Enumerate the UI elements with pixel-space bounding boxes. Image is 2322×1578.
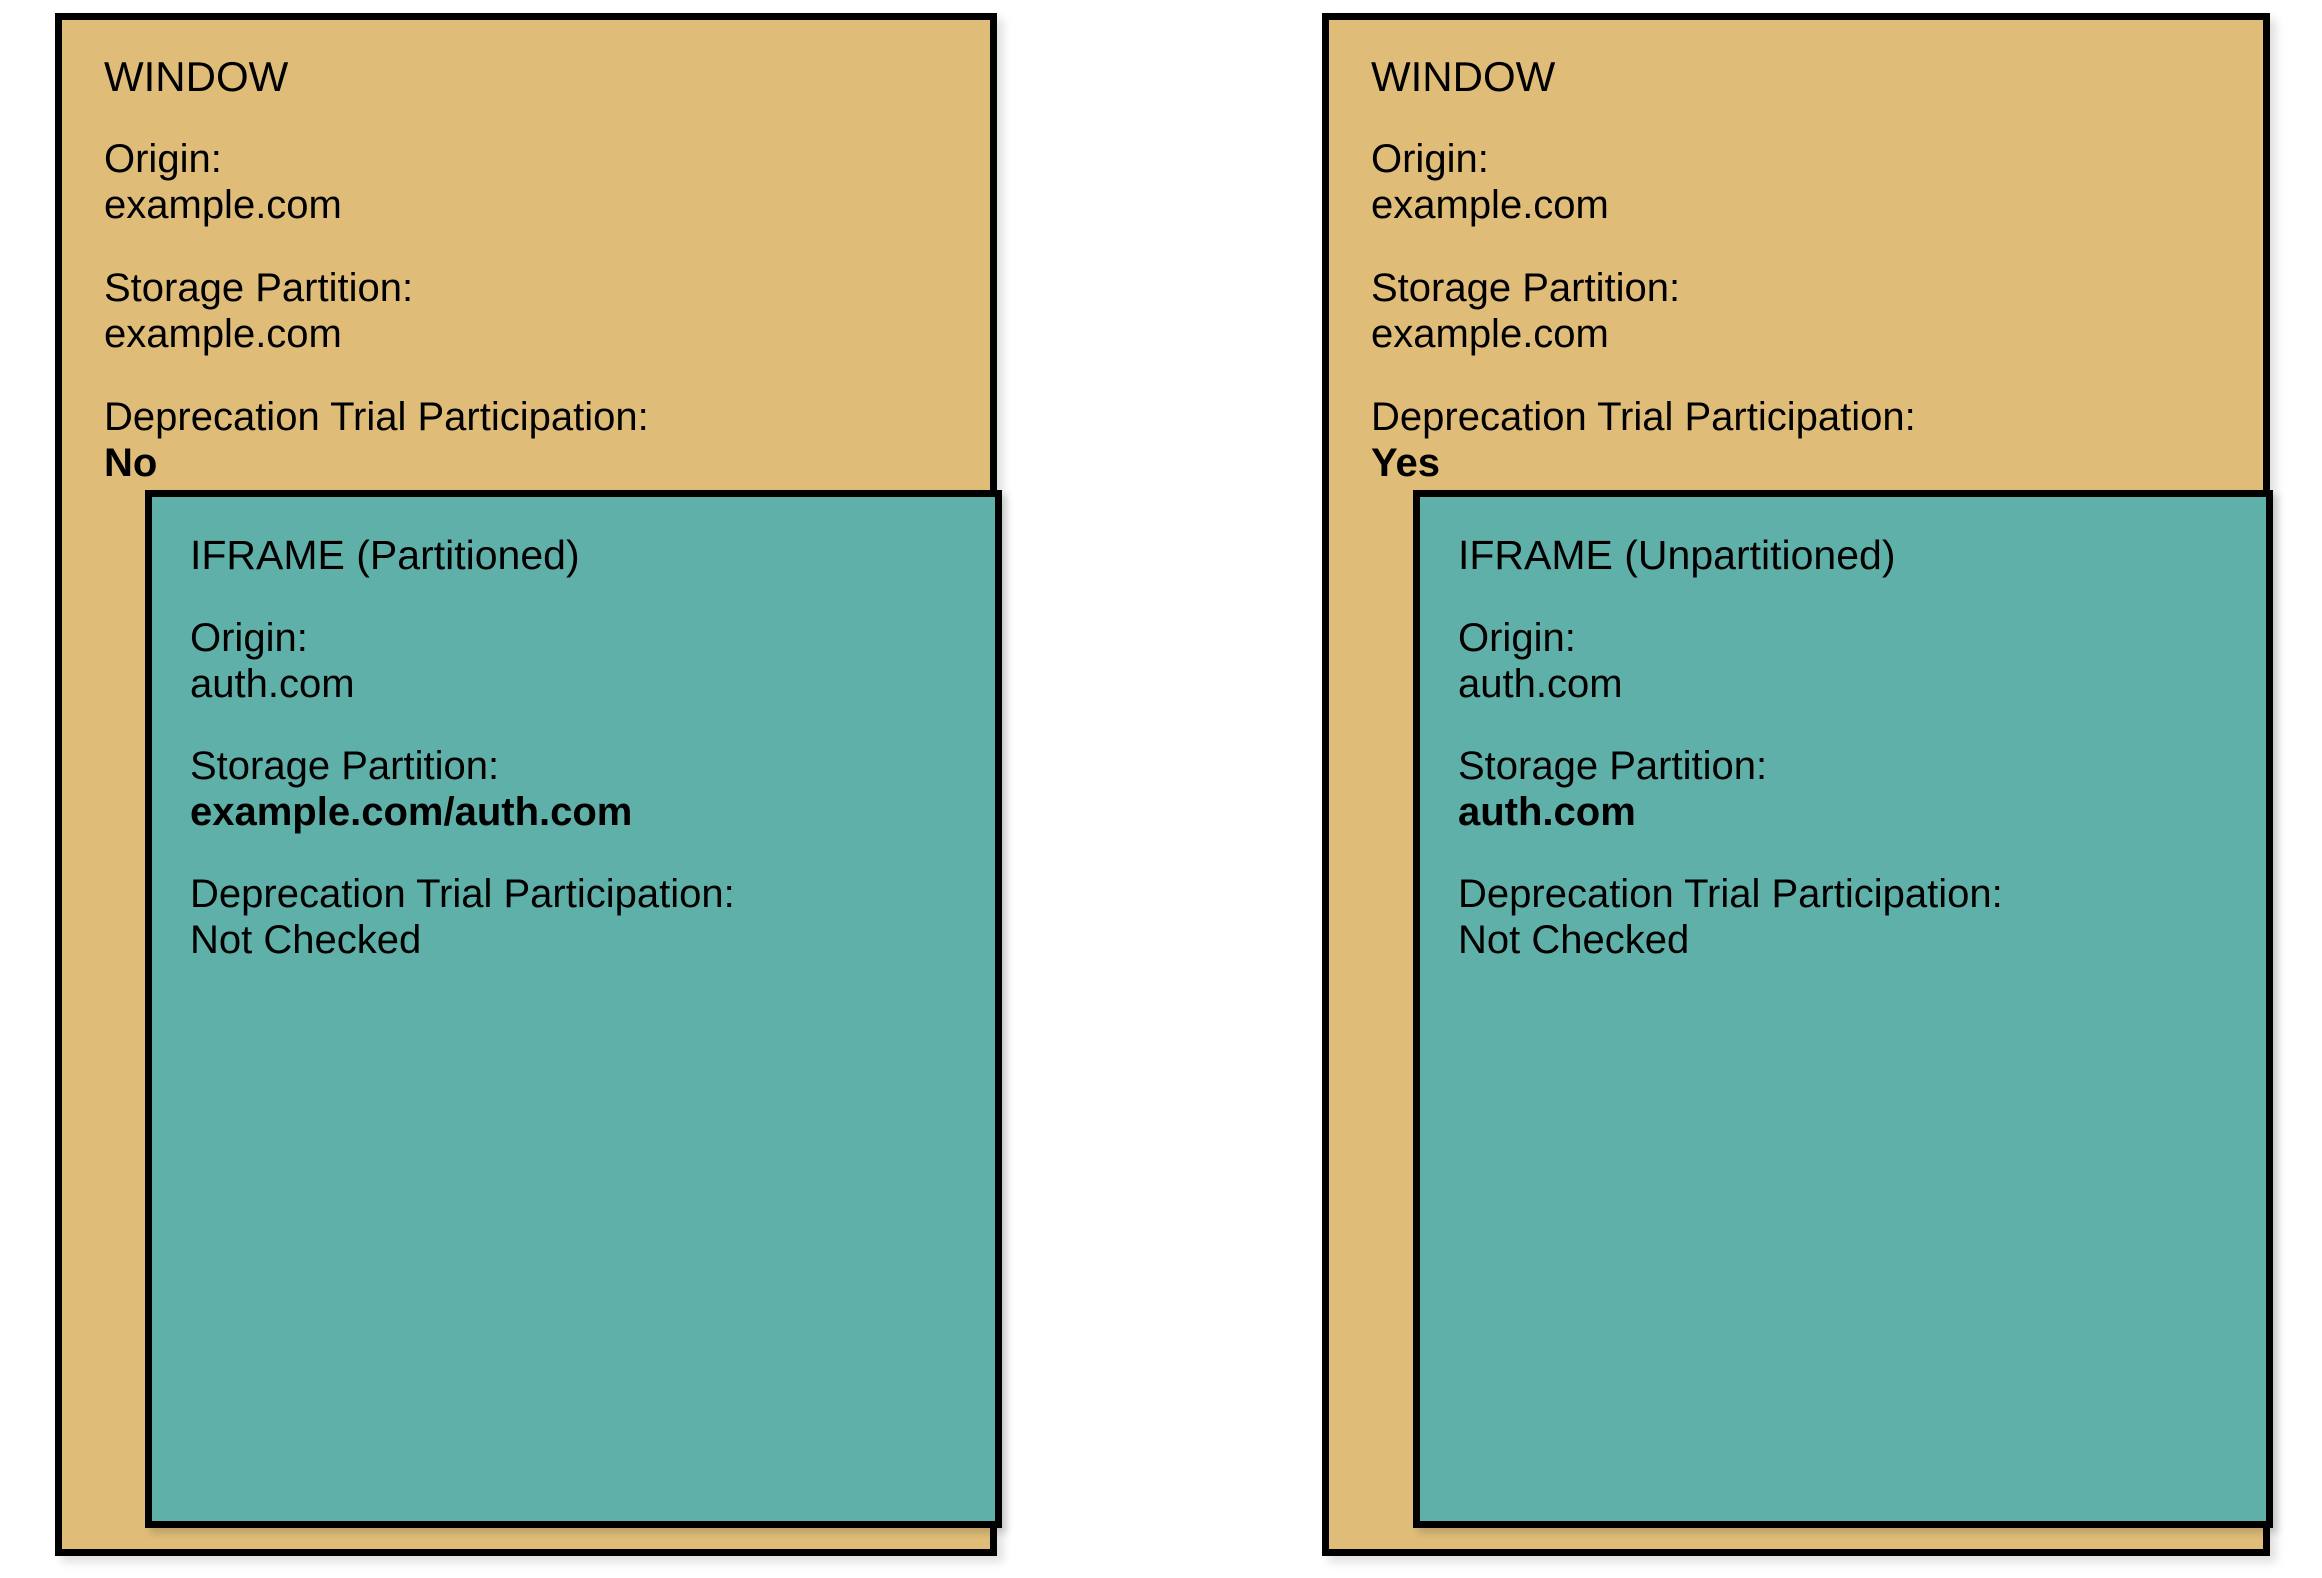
iframe-field-origin-label: Origin: xyxy=(1458,616,1576,660)
window-field-deprecation-trial-label: Deprecation Trial Participation: xyxy=(104,395,649,439)
iframe-field-storage-partition-value: auth.com xyxy=(1458,790,1636,834)
iframe-field-storage-partition: Storage Partition: example.com/auth.com xyxy=(190,743,632,835)
iframe-field-deprecation-trial: Deprecation Trial Participation: Not Che… xyxy=(190,871,735,963)
window-field-origin: Origin: example.com xyxy=(1371,136,1609,228)
iframe-field-deprecation-trial-value: Not Checked xyxy=(1458,918,1690,962)
iframe-title: IFRAME (Unpartitioned) xyxy=(1458,532,1896,578)
iframe-field-origin-label: Origin: xyxy=(190,616,308,660)
iframe-field-origin-value: auth.com xyxy=(190,662,355,706)
window-field-origin-value: example.com xyxy=(104,183,342,227)
iframe-field-origin-value: auth.com xyxy=(1458,662,1623,706)
window-field-storage-partition-label: Storage Partition: xyxy=(104,266,414,310)
window-field-origin-value: example.com xyxy=(1371,183,1609,227)
iframe-title: IFRAME (Partitioned) xyxy=(190,532,580,578)
iframe-field-deprecation-trial-label: Deprecation Trial Participation: xyxy=(1458,872,2003,916)
iframe-field-deprecation-trial: Deprecation Trial Participation: Not Che… xyxy=(1458,871,2003,963)
window-box-right: WINDOW Origin: example.com Storage Parti… xyxy=(1322,13,2273,1556)
iframe-field-storage-partition-label: Storage Partition: xyxy=(190,744,500,788)
window-field-deprecation-trial-value: Yes xyxy=(1371,441,1440,485)
window-box-left: WINDOW Origin: example.com Storage Parti… xyxy=(55,13,1002,1556)
window-field-deprecation-trial: Deprecation Trial Participation: Yes xyxy=(1371,394,1916,486)
iframe-box-unpartitioned: IFRAME (Unpartitioned) Origin: auth.com … xyxy=(1413,490,2273,1528)
iframe-field-deprecation-trial-value: Not Checked xyxy=(190,918,422,962)
window-field-deprecation-trial-value: No xyxy=(104,441,158,485)
window-field-storage-partition-label: Storage Partition: xyxy=(1371,266,1681,310)
window-field-storage-partition: Storage Partition: example.com xyxy=(1371,265,1680,357)
window-field-origin: Origin: example.com xyxy=(104,136,342,228)
window-title: WINDOW xyxy=(104,53,289,100)
iframe-box-partitioned: IFRAME (Partitioned) Origin: auth.com St… xyxy=(145,490,1002,1528)
iframe-field-storage-partition: Storage Partition: auth.com xyxy=(1458,743,1767,835)
window-field-storage-partition-value: example.com xyxy=(1371,312,1609,356)
iframe-field-origin: Origin: auth.com xyxy=(190,615,355,707)
window-field-deprecation-trial-label: Deprecation Trial Participation: xyxy=(1371,395,1916,439)
iframe-field-origin: Origin: auth.com xyxy=(1458,615,1623,707)
window-field-storage-partition-value: example.com xyxy=(104,312,342,356)
window-field-origin-label: Origin: xyxy=(1371,137,1489,181)
iframe-field-storage-partition-label: Storage Partition: xyxy=(1458,744,1768,788)
iframe-field-storage-partition-value: example.com/auth.com xyxy=(190,790,633,834)
window-field-deprecation-trial: Deprecation Trial Participation: No xyxy=(104,394,649,486)
window-title: WINDOW xyxy=(1371,53,1556,100)
iframe-field-deprecation-trial-label: Deprecation Trial Participation: xyxy=(190,872,735,916)
window-field-storage-partition: Storage Partition: example.com xyxy=(104,265,413,357)
window-field-origin-label: Origin: xyxy=(104,137,222,181)
